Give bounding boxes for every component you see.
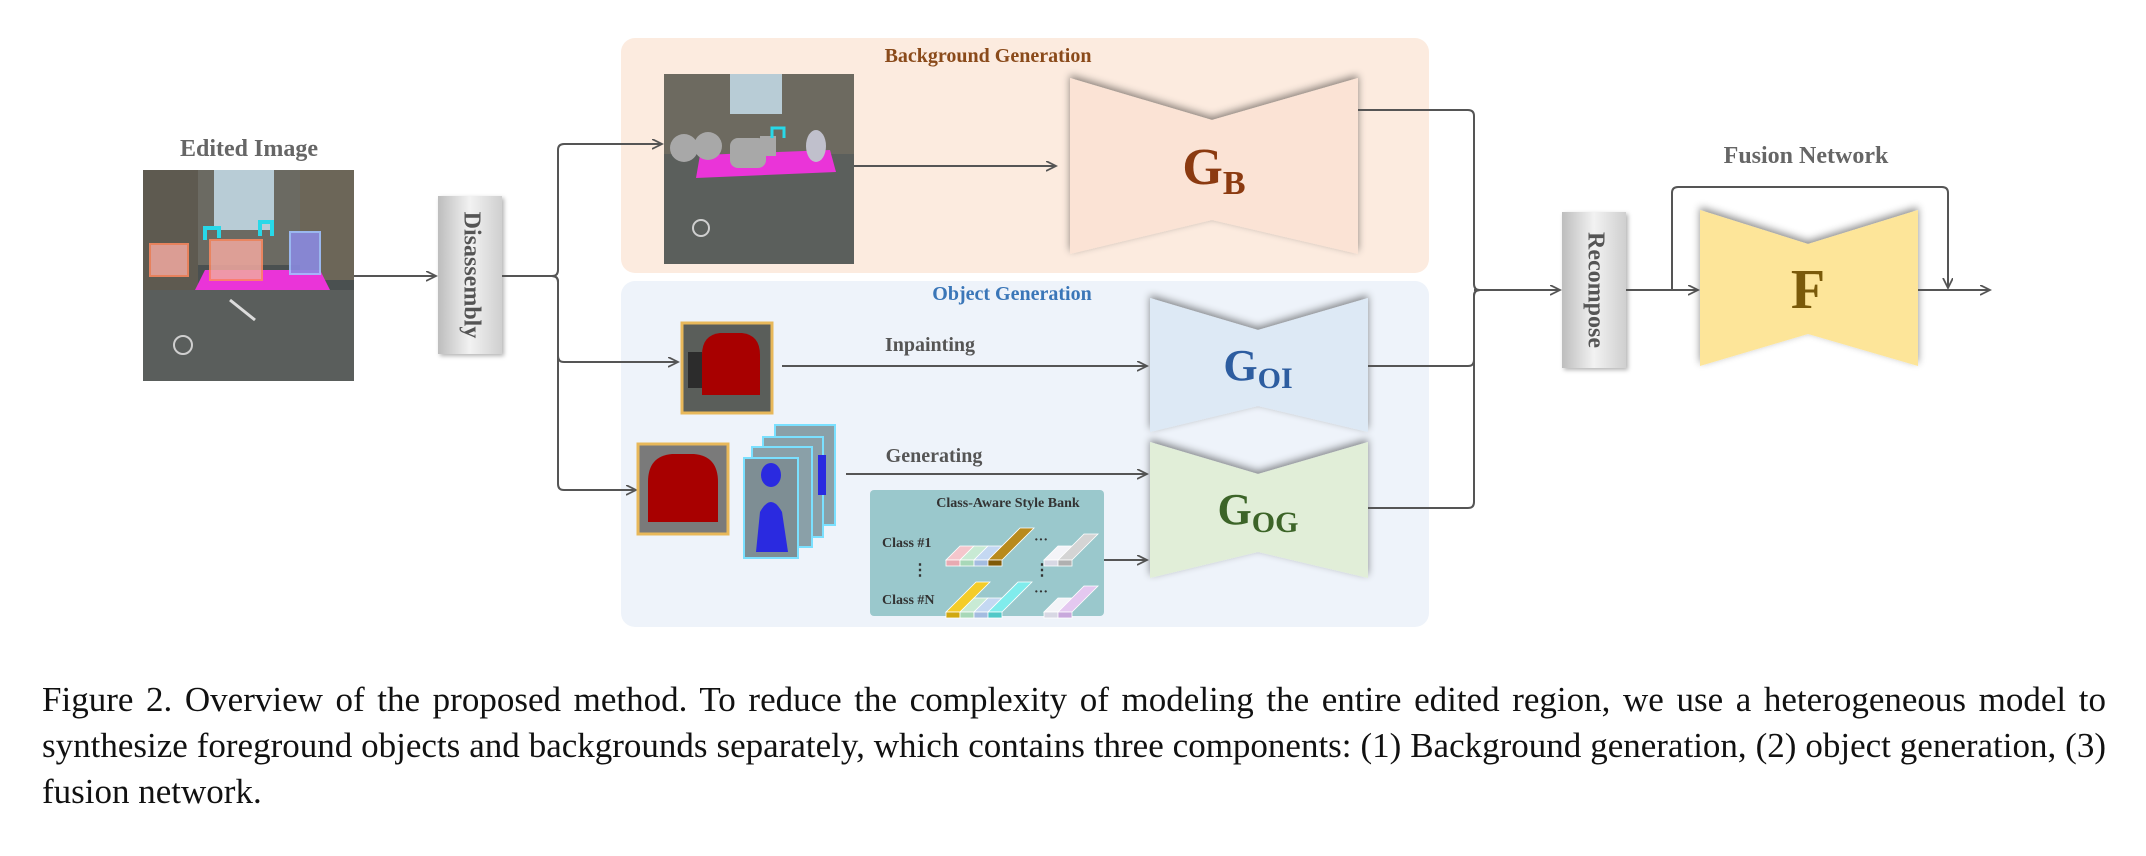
edited-image-thumbnail [143,170,354,381]
background-segment-image [664,74,854,264]
generator-gb-main: G [1182,139,1222,196]
edited-image-label: Edited Image [180,136,318,162]
generator-gog-sub: OG [1252,506,1299,539]
style-bank-vertical-ellipsis: ⋮ [912,562,928,579]
figure-caption: Figure 2. Overview of the proposed metho… [42,680,2106,811]
style-bank-vertical-ellipsis-2: ⋮ [1034,562,1050,579]
generator-gb-shape [1070,78,1358,254]
style-bank-dots-row-n: ··· [1034,585,1048,600]
method-overview-diagram: Background Generation Object Generation … [143,38,2146,627]
disassembly-bar [438,196,502,354]
generator-goi-main: G [1223,341,1257,390]
fusion-network-label: F [1791,259,1825,321]
style-codes-row-n [945,581,1099,619]
generator-goi-shape [1150,298,1368,432]
style-bank-dots-row-1: ··· [1034,533,1048,548]
inpainting-object-thumbnail [680,321,774,415]
style-codes-row-1 [945,527,1099,567]
fusion-network-title: Fusion Network [1724,143,1889,169]
branch-connectors [502,144,678,490]
background-panel-title: Background Generation [885,45,1092,67]
fusion-network-shape [1700,210,1918,366]
generating-person-stack [743,424,836,559]
inpainting-label: Inpainting [885,334,975,356]
recompose-label: Recompose [1582,232,1608,348]
style-bank-class-last: Class #N [882,593,935,608]
class-aware-style-bank: Class-Aware Style Bank Class #1 ⋮ Class … [870,490,1104,619]
style-bank-class-first: Class #1 [882,536,931,551]
generator-gb-sub: B [1223,165,1246,202]
generator-gb-label: GB [1182,139,1245,202]
generator-gog-shape [1150,442,1368,578]
generator-gog-main: G [1218,485,1252,534]
generator-goi-sub: OI [1258,362,1293,395]
merge-connectors [1358,109,1560,509]
recompose-bar [1562,212,1626,368]
style-bank-title: Class-Aware Style Bank [936,496,1080,511]
disassembly-label: Disassembly [458,212,484,339]
generator-gog-label: GOG [1218,485,1299,539]
generator-goi-label: GOI [1223,341,1292,395]
generating-label: Generating [886,445,983,467]
fusion-skip-connection [1671,186,1948,290]
generating-car-thumbnail [636,442,730,536]
object-panel-title: Object Generation [932,283,1091,305]
